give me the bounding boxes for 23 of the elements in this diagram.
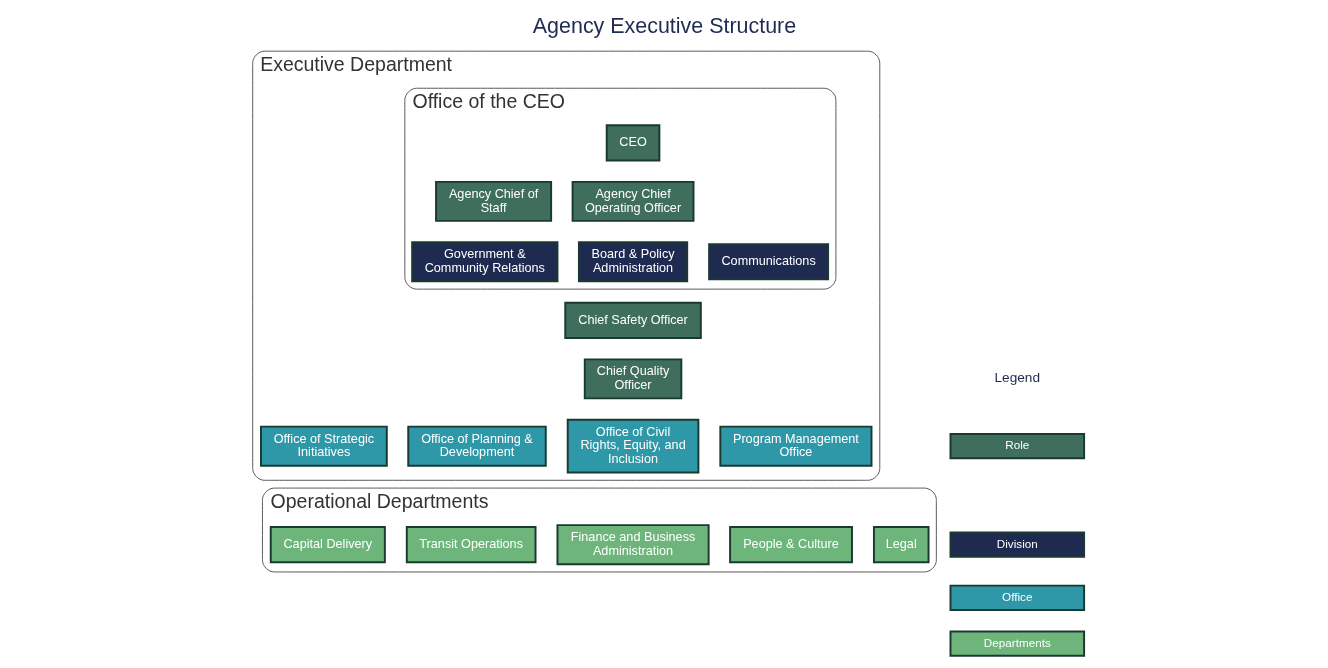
- node-box: Legal: [872, 526, 930, 564]
- legend-label: Division: [996, 536, 1038, 550]
- node-box: People & Culture: [728, 526, 853, 564]
- node-box: Capital Delivery: [269, 526, 386, 564]
- label: Legend: [994, 370, 1040, 386]
- node-box: Program Management Office: [718, 425, 872, 467]
- node-box: Office of Planning & Development: [406, 425, 547, 467]
- node-box: Communications: [707, 243, 829, 281]
- node-box: Office of Civil Rights, Equity, and Inclusion: [566, 418, 699, 474]
- legend-label: Departments: [983, 635, 1051, 649]
- node-box: Agency Chief Operating Officer: [571, 180, 694, 222]
- node-box: Transit Operations: [405, 526, 536, 564]
- node-box: Office of Strategic Initiatives: [259, 425, 388, 467]
- node-box: Chief Safety Officer: [563, 301, 702, 339]
- legend-label: Role: [1004, 438, 1029, 452]
- node-box: Government & Community Relations: [410, 241, 558, 283]
- node-box: Agency Chief of Staff: [434, 180, 552, 222]
- node-box: Chief Quality Officer: [583, 358, 682, 400]
- diagram-title: Agency Executive Structure: [532, 14, 796, 39]
- node-box: CEO: [605, 124, 660, 162]
- node-box: Board & Policy Administration: [577, 241, 688, 283]
- node-box: Finance and Business Administration: [556, 524, 710, 566]
- legend-label: Office: [1001, 589, 1032, 603]
